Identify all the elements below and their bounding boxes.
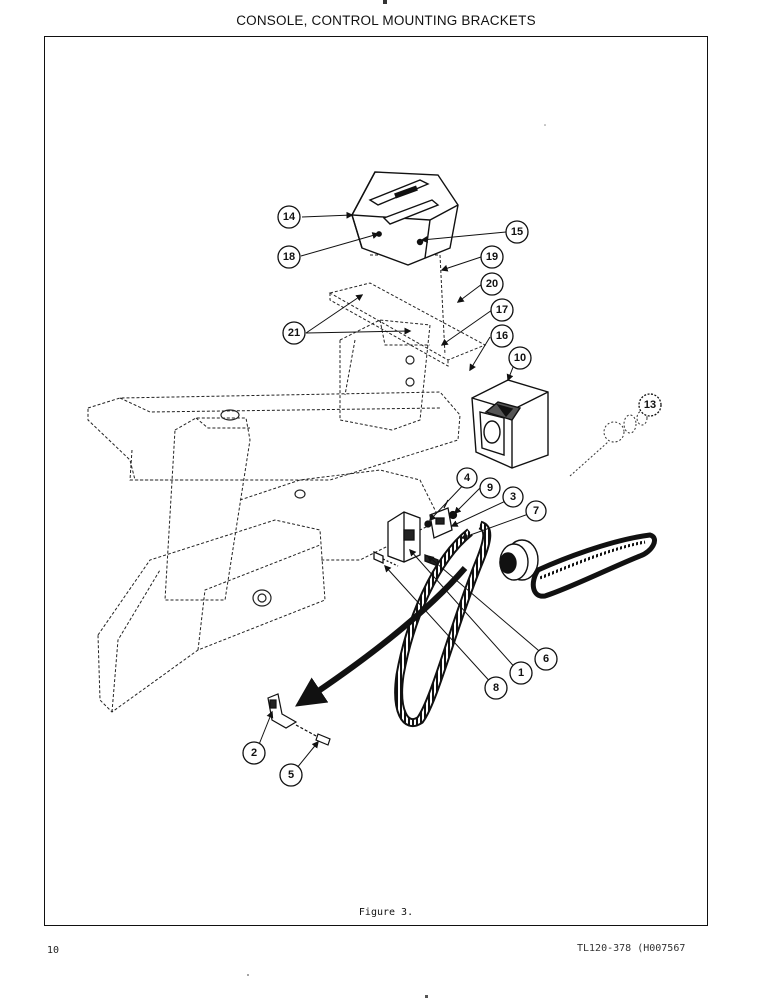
page-title: CONSOLE, CONTROL MOUNTING BRACKETS (236, 13, 536, 28)
svg-text:6: 6 (543, 653, 549, 665)
print-specks (247, 0, 546, 998)
svg-text:13: 13 (644, 399, 656, 411)
svg-text:4: 4 (464, 472, 471, 484)
callout-8: 8 (484, 676, 508, 700)
callout-7: 7 (525, 500, 547, 522)
hardware-item-13 (569, 410, 648, 477)
small-bracket (267, 693, 298, 729)
bolt-5 (295, 724, 331, 746)
callout-19: 19 (480, 245, 504, 269)
svg-text:10: 10 (514, 352, 526, 364)
svg-text:7: 7 (533, 505, 539, 517)
svg-text:15: 15 (511, 226, 523, 238)
chassis-details (220, 355, 415, 607)
page-number: 10 (47, 945, 60, 956)
svg-text:9: 9 (487, 482, 493, 494)
relocation-arrow (295, 566, 468, 707)
callout-18: 18 (277, 245, 301, 269)
leader-lines (255, 211, 546, 775)
callout-3: 3 (502, 486, 524, 508)
svg-text:18: 18 (283, 251, 295, 263)
document-code: TL120-378 (H007567 (577, 943, 686, 954)
callout-17: 17 (490, 298, 514, 322)
console-cover (350, 171, 459, 266)
svg-text:17: 17 (496, 304, 508, 316)
callout-21: 21 (282, 321, 306, 345)
svg-text:8: 8 (493, 682, 499, 694)
callout-16: 16 (490, 324, 514, 348)
callout-5: 5 (279, 763, 303, 787)
svg-text:16: 16 (496, 330, 508, 342)
callouts: 14 18 15 19 20 17 16 10 21 13 4 9 3 7 6 … (242, 205, 662, 787)
figure-caption: Figure 3. (358, 907, 414, 918)
svg-text:14: 14 (283, 211, 296, 223)
secondary-belt (530, 532, 657, 599)
callout-20: 20 (480, 272, 504, 296)
callout-9: 9 (479, 477, 501, 499)
callout-2: 2 (242, 741, 266, 765)
svg-text:2: 2 (251, 747, 257, 759)
mounting-plate (328, 254, 487, 367)
callout-13: 13 (638, 393, 662, 417)
pulley (499, 539, 539, 581)
callout-15: 15 (505, 220, 529, 244)
callout-4: 4 (456, 467, 478, 489)
svg-text:21: 21 (288, 327, 300, 339)
figure-frame (44, 36, 708, 926)
control-box (471, 379, 549, 469)
callout-14: 14 (277, 205, 301, 229)
callout-6: 6 (534, 647, 558, 671)
svg-text:19: 19 (486, 251, 498, 263)
svg-text:5: 5 (288, 769, 294, 781)
svg-text:1: 1 (518, 667, 524, 679)
callout-10: 10 (508, 346, 532, 370)
chassis-frame (87, 319, 461, 713)
svg-text:20: 20 (486, 278, 498, 290)
callout-1: 1 (509, 661, 533, 685)
drive-belt (394, 520, 492, 727)
svg-text:3: 3 (510, 491, 516, 503)
